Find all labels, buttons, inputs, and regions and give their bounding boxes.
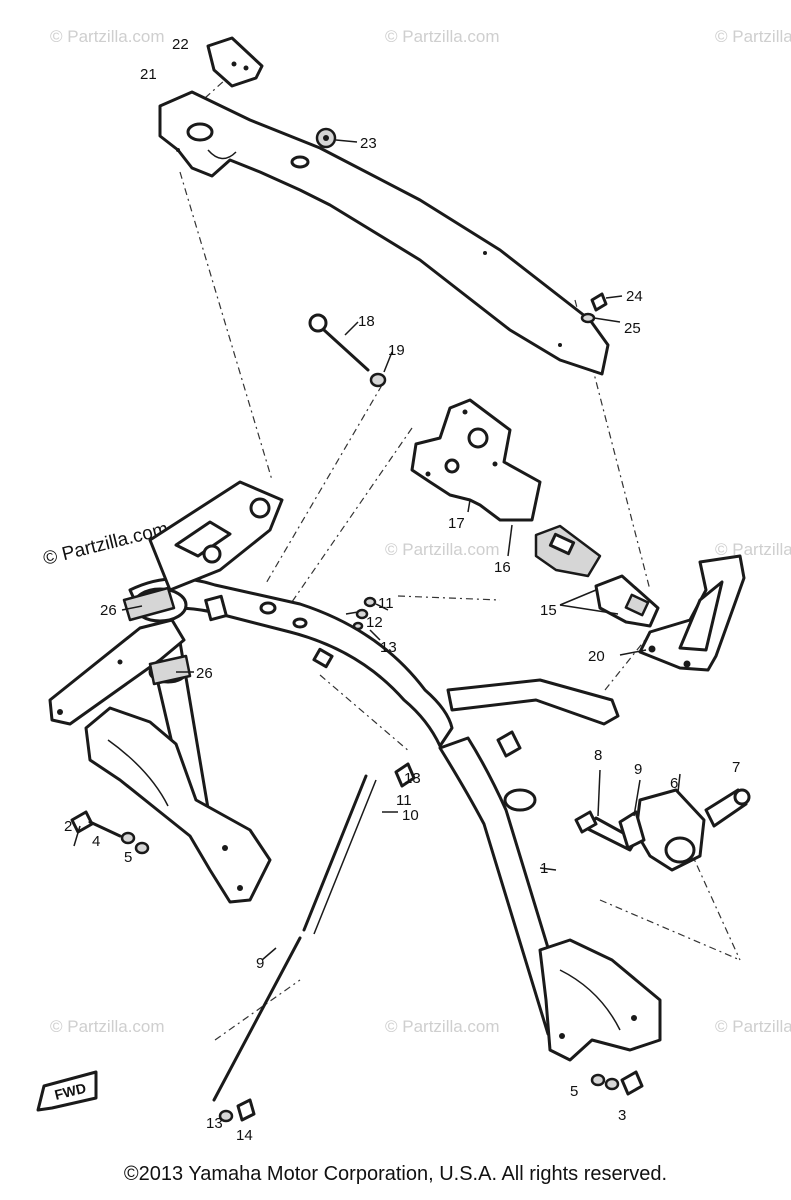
callout: 20 (588, 648, 605, 665)
callout: 12 (366, 614, 383, 631)
watermark: © Partzilla.com (50, 27, 165, 46)
lower-bracket-left (84, 706, 272, 904)
watermark: © Partzilla.com (715, 27, 791, 46)
callout: 26 (100, 602, 117, 619)
watermark: © Partzilla.com (715, 540, 791, 559)
callout: 15 (540, 602, 557, 619)
grommet-part-23 (315, 127, 358, 149)
callout: 8 (594, 747, 602, 764)
callout: 13 (206, 1115, 223, 1132)
plate-part-17 (410, 398, 542, 522)
callout-labels: 1 2 3 4 5 5 6 7 8 9 9 10 11 11 12 13 13 … (64, 36, 740, 1144)
callout: 13 (404, 770, 421, 787)
bolt-part-18 (308, 313, 393, 388)
watermark: © Partzilla.com (385, 1017, 500, 1036)
pivot-bracket-part-6 (574, 769, 751, 872)
bolt-set-left (70, 810, 150, 855)
callout: 10 (402, 807, 419, 824)
callout: 14 (236, 1127, 253, 1144)
rod-part-10 (302, 762, 416, 935)
watermark: © Partzilla.com (385, 540, 500, 559)
copyright-notice: ©2013 Yamaha Motor Corporation, U.S.A. A… (123, 1163, 668, 1185)
callout: 19 (388, 342, 405, 359)
callout: 5 (570, 1083, 578, 1100)
callout: 18 (358, 313, 375, 330)
callout: 5 (124, 849, 132, 866)
bolt-part-24 (580, 292, 623, 324)
fwd-arrow-icon: FWD (36, 1070, 98, 1112)
callout: 24 (626, 288, 643, 305)
bracket-part-15 (559, 574, 660, 628)
callout: 23 (360, 135, 377, 152)
callout: 2 (64, 818, 72, 835)
callout: 22 (172, 36, 189, 53)
bracket-part-22 (206, 36, 264, 88)
watermark-layer: © Partzilla.com © Partzilla.com © Partzi… (41, 27, 791, 1036)
callout: 26 (196, 665, 213, 682)
rod-part-9 (212, 936, 302, 1123)
footrest-arm-left (48, 586, 192, 726)
callout: 9 (256, 955, 264, 972)
callout: 7 (732, 759, 740, 776)
lower-bracket-right (538, 938, 662, 1062)
bracket-part-20 (619, 554, 746, 672)
callout: 17 (448, 515, 465, 532)
callout: 16 (494, 559, 511, 576)
callout: 11 (396, 792, 412, 809)
damper-part-16 (507, 524, 602, 578)
callout: 9 (634, 761, 642, 778)
cover-plate-part-21 (158, 90, 610, 376)
callout: 3 (618, 1107, 626, 1124)
watermark: © Partzilla.com (385, 27, 500, 46)
callout: 1 (540, 860, 548, 877)
hardware-11-12-13 (352, 596, 381, 641)
callout: 25 (624, 320, 641, 337)
callout: 13 (380, 639, 397, 656)
watermark: © Partzilla.com (50, 1017, 165, 1036)
callout: 4 (92, 833, 100, 850)
watermark: © Partzilla.com (715, 1017, 791, 1036)
bolt-set-right (590, 1070, 644, 1096)
fwd-label: FWD (53, 1080, 88, 1103)
steering-bracket-upper (148, 480, 284, 592)
callout: 6 (670, 775, 678, 792)
callout: 21 (140, 66, 157, 83)
